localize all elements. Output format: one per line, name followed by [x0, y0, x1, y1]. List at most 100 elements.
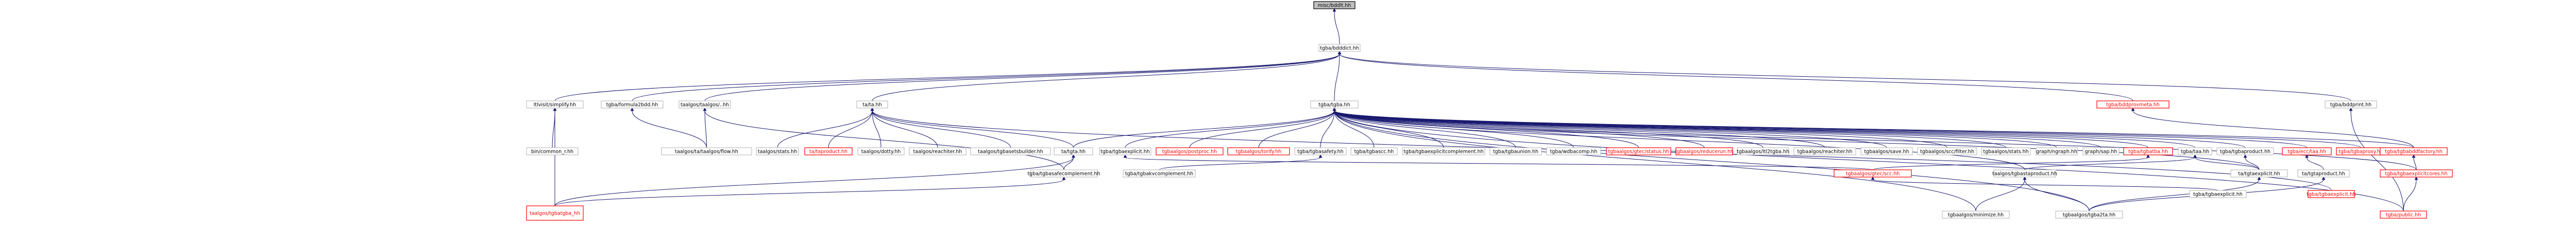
file-node-n2[interactable]: ltlvisit/simplify.hh: [526, 100, 584, 109]
file-node-n45[interactable]: ta/tgtaproduct.hh: [2297, 169, 2350, 178]
file-node-n14[interactable]: taalgos/reachiter.hh: [909, 147, 967, 155]
file-node-n6[interactable]: tgba/tgba.hh: [1310, 100, 1359, 109]
file-node-n29[interactable]: tgbaalgos/save.hh: [1860, 147, 1913, 155]
node-label: tgba/tgbaexplicit.hh: [2307, 192, 2356, 198]
node-box: [1860, 147, 1913, 155]
dependency-edge: [777, 107, 874, 148]
node-label: tgba/bddprint.hh: [2330, 102, 2371, 108]
file-node-n43[interactable]: taalgos/tgbastaproduct.hh: [1992, 169, 2057, 178]
file-node-n11[interactable]: taalgos/stats.hh: [756, 147, 799, 155]
file-node-n8[interactable]: tgba/bddprint.hh: [2325, 100, 2377, 109]
file-node-n49[interactable]: tgbaalgos/minimize.hh: [1942, 211, 2010, 219]
file-node-n50[interactable]: tgbaalgos/tgba2ta.hh: [2055, 211, 2123, 219]
file-node-n21[interactable]: tgba/tgbascc.hh: [1350, 147, 1398, 155]
file-node-n3[interactable]: tgba/formula2bdd.hh: [601, 100, 664, 109]
dependency-edge: [2023, 176, 2090, 212]
node-box: [1675, 147, 1733, 155]
file-node-n12[interactable]: ta/taproduct.hh: [804, 147, 853, 155]
file-node-n23[interactable]: tgba/tgbaunion.hh: [1489, 147, 1542, 155]
file-node-n15[interactable]: taalgos/tgbasetsbuilder.hh: [970, 147, 1051, 155]
node-box: [857, 147, 905, 155]
file-node-n36[interactable]: tgba/tgbaproduct.hh: [2216, 147, 2274, 155]
node-label: tgbaalgos/stats.hh: [1983, 149, 2028, 155]
node-label: tgba/tgbaproxy.hh: [2338, 149, 2383, 155]
node-box: [2380, 169, 2453, 178]
dependency-edge: [828, 107, 874, 148]
file-node-n9[interactable]: bin/common_r.hh: [526, 147, 579, 155]
node-label: tgbaalgos/gtec/scc.hh: [1846, 171, 1900, 177]
node-box: [1294, 147, 1347, 155]
dependency-edge: [1332, 107, 1705, 148]
file-node-n10[interactable]: taalgos/ta/taalgos/flow.hh: [661, 147, 752, 155]
file-node-n42[interactable]: tgbaalgos/gtec/scc.hh: [1834, 169, 1912, 178]
file-node-n48[interactable]: tgba/tgbaexplicit.hh: [2189, 190, 2247, 198]
node-box: [1942, 211, 2010, 219]
file-node-n7[interactable]: tgba/bddprovmeta.hh: [2096, 100, 2170, 109]
file-node-n19[interactable]: tgbaalgos/torify.hh: [1227, 147, 1290, 155]
file-node-n51[interactable]: tgba/public.hh: [2380, 211, 2427, 219]
node-box: [601, 100, 664, 109]
file-node-n16[interactable]: ta/tgta.hh: [1054, 147, 1093, 155]
file-node-n26[interactable]: tgbaalgos/reducerun.hh: [1675, 147, 1734, 155]
dependency-edge: [1073, 107, 1336, 148]
file-node-n17[interactable]: tgba/tgbaexplicit.hh: [1099, 147, 1151, 155]
file-node-n39[interactable]: tgba/tgbabddfactory.hh: [2380, 147, 2448, 155]
file-node-n5[interactable]: ta/ta.hh: [856, 100, 888, 109]
dependency-edge: [1332, 107, 2195, 148]
file-nodes: misc/bddlt.hhtgba/bdddict.hhltlvisit/sim…: [526, 1, 2453, 221]
dependency-edge: [870, 107, 1011, 148]
file-node-n30[interactable]: tgbaalgos/scc/filter.hh: [1917, 147, 1977, 155]
node-label: tgbaalgos/save.hh: [1864, 149, 1909, 155]
file-node-n28[interactable]: tgbaalgos/reachiter.hh: [1793, 147, 1856, 155]
file-node-n46[interactable]: tgba/tgbaexplicitcores.hh: [2380, 169, 2453, 178]
node-label: tgbaalgos/tgba2ta.hh: [2063, 213, 2115, 218]
file-node-n20[interactable]: tgba/tgbasafety.hh: [1294, 147, 1347, 155]
node-box: [2380, 211, 2427, 219]
node-box: [2216, 147, 2274, 155]
node-label: tgbaalgos/torify.hh: [1236, 149, 1282, 155]
node-box: [526, 100, 584, 109]
node-box: [679, 100, 731, 109]
dependency-edge: [1332, 107, 1375, 148]
file-node-n1[interactable]: tgba/bdddict.hh: [1318, 44, 1361, 52]
node-label: tgba/tgbaexplicit.hh: [1100, 149, 1150, 155]
dependency-edge: [703, 107, 707, 148]
file-node-n47[interactable]: tgba/tgbaexplicit.hh: [2307, 190, 2356, 198]
file-node-n27[interactable]: tgbaalgos/ltl2tgba.hh: [1737, 147, 1789, 155]
file-node-n31[interactable]: tgbaalgos/stats.hh: [1981, 147, 2031, 155]
node-label: tgba/formula2bdd.hh: [606, 102, 658, 108]
dependency-edge: [703, 107, 1064, 170]
file-node-n38[interactable]: tgba/tgbaproxy.hh: [2336, 147, 2386, 155]
file-node-n44[interactable]: ta/tgtaexplicit.hh: [2230, 169, 2288, 178]
file-node-n13[interactable]: taalgos/dotty.hh: [857, 147, 905, 155]
file-node-n25[interactable]: tgbaalgos/gtec/status.hh: [1606, 147, 1671, 155]
file-node-n24[interactable]: tgba/wdbacomp.hh: [1546, 147, 1601, 155]
file-node-n34[interactable]: tgba/tgbatba.hh: [2123, 147, 2173, 155]
dependency-edge: [630, 107, 707, 148]
file-node-n22[interactable]: tgba/tgbaexplicitcomplement.hh: [1402, 147, 1485, 155]
node-box: [2036, 147, 2078, 155]
dependency-edge: [1337, 50, 2133, 101]
node-label: tgba/tgbaunion.hh: [1493, 149, 1538, 155]
node-box: [2308, 190, 2355, 198]
file-node-n37[interactable]: tgba/ecc/taa.hh: [2282, 147, 2332, 155]
file-node-n32[interactable]: graph/ngraph.hh: [2036, 147, 2078, 155]
dependency-edge: [1332, 107, 2102, 148]
node-box: [1099, 147, 1151, 155]
node-box: [1834, 169, 1912, 178]
node-box: [526, 205, 584, 221]
node-box: [1402, 147, 1485, 155]
dependency-edge: [1332, 107, 2260, 170]
file-node-n33[interactable]: graph/sap.hh: [2082, 147, 2120, 155]
file-node-n41[interactable]: tgba/tgbakvcomplement.hh: [1123, 169, 1196, 178]
dependency-edge: [1332, 107, 1947, 148]
file-node-n52[interactable]: taalgos/tgbatgba_hh: [526, 205, 584, 221]
file-node-n4[interactable]: taalgos/taalgos/..hh: [679, 100, 731, 109]
dependency-edge: [1332, 107, 2025, 170]
file-node-n18[interactable]: tgbaalgos/postproc.hh: [1156, 147, 1224, 155]
file-node-n40[interactable]: tgba/tgbasafecomplement.hh: [1027, 169, 1100, 178]
dependency-edge: [2193, 154, 2260, 170]
node-box: [1030, 169, 1098, 178]
file-node-n35[interactable]: tgba/taa.hh: [2178, 147, 2212, 155]
dependency-edge: [1123, 154, 1873, 170]
